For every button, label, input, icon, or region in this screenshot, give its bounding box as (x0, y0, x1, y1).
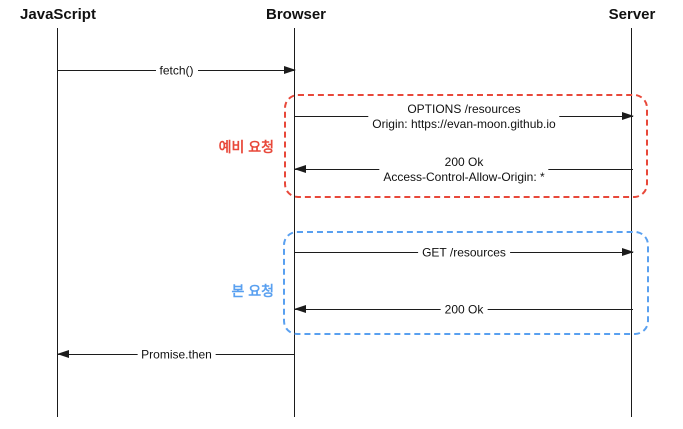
message-label: 200 Ok Access-Control-Allow-Origin: * (379, 155, 549, 185)
lifeline-javascript (57, 28, 58, 417)
message-label: GET /resources (418, 245, 510, 261)
actor-label-javascript: JavaScript (20, 6, 96, 23)
arrowhead-left-icon (294, 305, 306, 314)
message-label-line2: Origin: https://evan-moon.github.io (372, 117, 556, 131)
main-request-group-label: 본 요청 (231, 283, 274, 299)
main-request-group-box (283, 231, 649, 335)
message-label-line2: Access-Control-Allow-Origin: * (383, 170, 545, 184)
lifeline-browser (294, 28, 295, 417)
message-label: OPTIONS /resources Origin: https://evan-… (368, 102, 560, 132)
message-label: Promise.then (137, 347, 216, 363)
lifeline-server (631, 28, 632, 417)
arrowhead-left-icon (57, 350, 69, 359)
actor-label-browser: Browser (265, 6, 327, 23)
arrowhead-left-icon (294, 165, 306, 174)
preflight-request-group-label: 예비 요청 (218, 139, 274, 155)
arrowhead-right-icon (284, 66, 296, 75)
arrowhead-right-icon (622, 112, 634, 121)
message-label-line1: 200 Ok (444, 155, 484, 169)
arrowhead-right-icon (622, 248, 634, 257)
actor-label-server: Server (608, 6, 656, 23)
preflight-request-group-box (284, 94, 648, 198)
message-label: fetch() (155, 63, 198, 79)
message-label: 200 Ok (440, 302, 488, 318)
message-label-line1: OPTIONS /resources (407, 102, 521, 116)
